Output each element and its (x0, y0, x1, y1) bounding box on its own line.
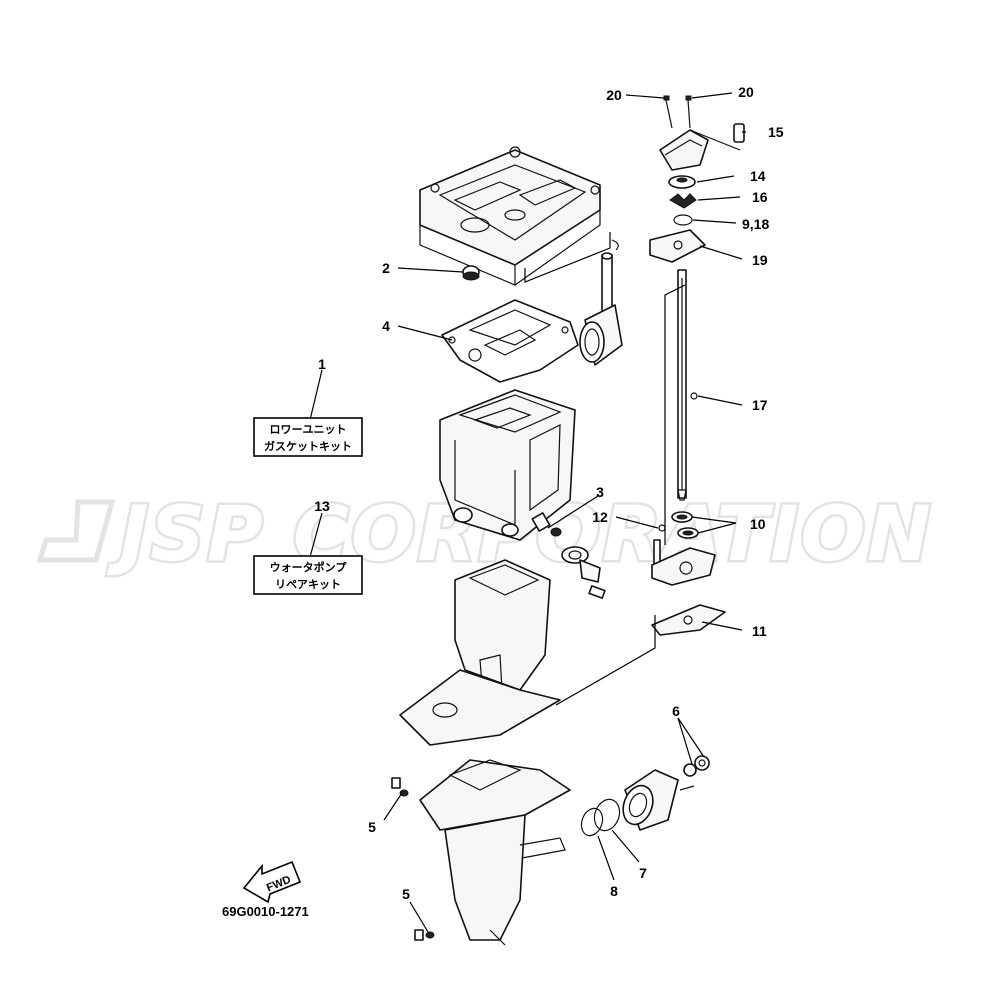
upper-casing-body (439, 389, 576, 541)
part-gasket (441, 299, 579, 383)
upper-casing-plate (419, 146, 601, 286)
callout-14: 14 (750, 168, 766, 184)
callout-15: 15 (768, 124, 784, 140)
drive-shaft (677, 269, 698, 501)
callout-17: 17 (752, 397, 768, 413)
part-shift-rod (579, 252, 623, 366)
callout-3: 3 (596, 484, 604, 500)
callout-2: 2 (382, 260, 390, 276)
callout-19: 19 (752, 252, 768, 268)
water-pump-assembly (649, 95, 745, 263)
callout-5-upper: 5 (368, 819, 376, 835)
watermark-logo-icon (36, 499, 116, 563)
diagram-code: 69G0010-1271 (222, 904, 309, 919)
callout-20-right: 20 (738, 84, 754, 100)
callout-7: 7 (639, 865, 647, 881)
gearcase (419, 759, 571, 946)
callout-13: 13 (314, 498, 330, 514)
callout-6: 6 (672, 703, 680, 719)
pump-housing-base (651, 547, 726, 636)
callout-4: 4 (382, 318, 390, 334)
kit-box-gasket-line1: ロワーユニット (270, 423, 347, 436)
kit-box-water-pump: ウォータポンプ リペアキット (253, 512, 363, 595)
callout-8: 8 (610, 883, 618, 899)
callout-16: 16 (752, 189, 768, 205)
callout-12: 12 (592, 509, 608, 525)
callout-20-left: 20 (606, 87, 622, 103)
callout-9-18: 9,18 (742, 216, 769, 232)
callout-1: 1 (318, 356, 326, 372)
kit-box-pump-line1: ウォータポンプ (270, 560, 348, 574)
callout-11: 11 (752, 623, 767, 639)
bearings (653, 511, 699, 565)
leader-lines (383, 92, 746, 933)
kit-box-gasket: ロワーユニット ガスケットキット (253, 369, 363, 457)
kit-box-pump-line2: リペアキット (275, 578, 341, 591)
part-orings (580, 769, 679, 837)
fwd-arrow-icon: FWD (242, 860, 302, 904)
lower-casing-upper (399, 559, 561, 746)
part-plug-washer (531, 512, 606, 599)
callout-numbers: 1 2 3 4 5 5 6 7 8 9,18 10 11 12 13 14 15… (314, 84, 784, 902)
callout-5-lower: 5 (402, 886, 410, 902)
part-nuts (679, 755, 710, 791)
callout-10: 10 (750, 516, 766, 532)
part-seal (462, 265, 480, 281)
kit-box-gasket-line2: ガスケットキット (264, 439, 352, 453)
part-bolts (391, 777, 435, 941)
